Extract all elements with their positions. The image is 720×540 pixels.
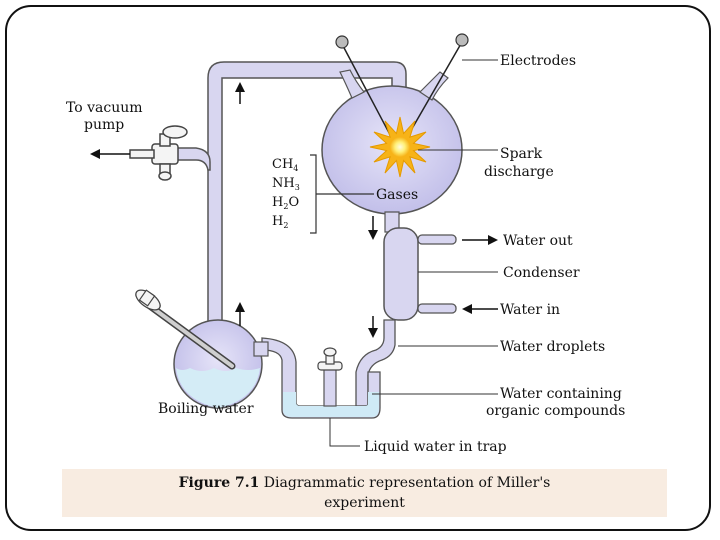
label-to-vacuum: To vacuum [66, 100, 143, 116]
leader-lines [329, 59, 498, 447]
caption-line-2: experiment [324, 495, 405, 511]
flask-inlet-rod [135, 289, 236, 370]
trap-valve [317, 347, 343, 407]
gas-ch4: CH4 [272, 157, 298, 173]
vacuum-arrow [90, 149, 130, 159]
flask-left-neck [339, 69, 365, 99]
vacuum-stopcock [129, 125, 188, 181]
label-electrodes: Electrodes [500, 53, 576, 69]
label-water-out: Water out [503, 233, 573, 249]
gas-h2: H2 [272, 214, 288, 230]
label-water-in: Water in [500, 302, 560, 318]
label-water-containing: Water containing [500, 386, 622, 402]
label-water-droplets: Water droplets [500, 339, 605, 355]
figure-caption: Figure 7.1 Diagrammatic representation o… [62, 469, 667, 517]
gas-nh3: NH3 [272, 176, 300, 192]
caption-text-1: Diagrammatic representation of Miller's [259, 475, 551, 491]
label-boiling-water: Boiling water [158, 401, 254, 417]
label-condenser: Condenser [503, 265, 580, 281]
spark-icon [369, 116, 431, 178]
condenser [383, 227, 457, 321]
label-pump: pump [84, 117, 124, 133]
label-liquid-water-trap: Liquid water in trap [364, 439, 507, 455]
gases-bracket [310, 154, 374, 234]
label-gases: Gases [376, 187, 418, 203]
flow-arrows [235, 82, 378, 338]
label-discharge: discharge [484, 164, 554, 180]
label-spark: Spark [500, 146, 543, 162]
caption-figure-label: Figure 7.1 [178, 475, 260, 491]
water-flow-arrows [462, 235, 498, 314]
gas-h2o: H2O [272, 195, 299, 211]
label-organic-compounds: organic compounds [486, 403, 625, 419]
caption-line-1: Figure 7.1 Diagrammatic representation o… [62, 475, 667, 491]
trap-water [283, 392, 379, 417]
